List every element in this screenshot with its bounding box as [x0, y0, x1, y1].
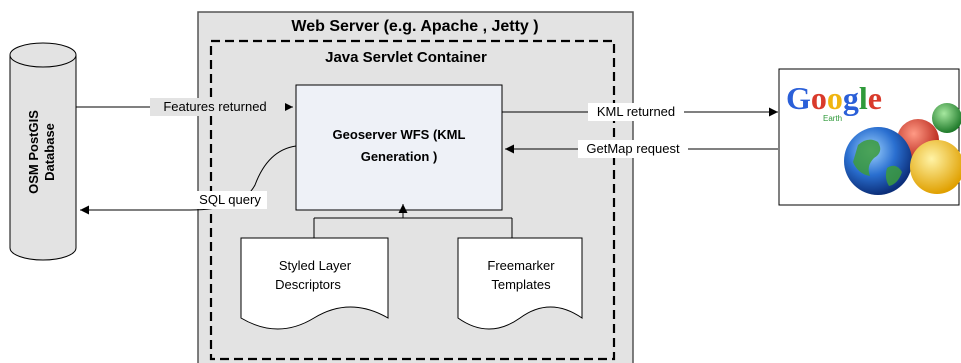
documents-connector [313, 204, 513, 238]
features-returned-label: Features returned [163, 99, 266, 114]
database-cylinder [9, 42, 77, 261]
sld-label-line2: Descriptors [275, 277, 341, 292]
geoserver-label-line2: Generation ) [361, 149, 438, 164]
green-ball-icon [932, 103, 961, 133]
freemarker-label-line2: Templates [491, 277, 551, 292]
freemarker-label-line1: Freemarker [487, 258, 555, 273]
sld-label-line1: Styled Layer [279, 258, 352, 273]
kml-returned-label: KML returned [597, 104, 675, 119]
geoserver-label-line1: Geoserver WFS (KML [333, 127, 466, 142]
sql-query-arrow [80, 145, 297, 215]
yellow-ball-icon [910, 140, 961, 194]
servlet-container-title: Java Servlet Container [325, 49, 487, 66]
sql-query-label: SQL query [199, 192, 261, 207]
web-server-title: Web Server (e.g. Apache , Jetty ) [291, 18, 538, 35]
getmap-request-label: GetMap request [586, 141, 680, 156]
geoserver-box [295, 84, 503, 211]
google-earth-logo: Google Earth [786, 80, 961, 195]
google-earth-sub-label: Earth [823, 114, 842, 123]
freemarker-document [457, 237, 583, 330]
svg-text:Google: Google [786, 80, 882, 116]
database-label-line2: Database [42, 123, 57, 181]
database-label-line1: OSM PostGIS [26, 110, 41, 194]
sld-document [240, 237, 389, 330]
